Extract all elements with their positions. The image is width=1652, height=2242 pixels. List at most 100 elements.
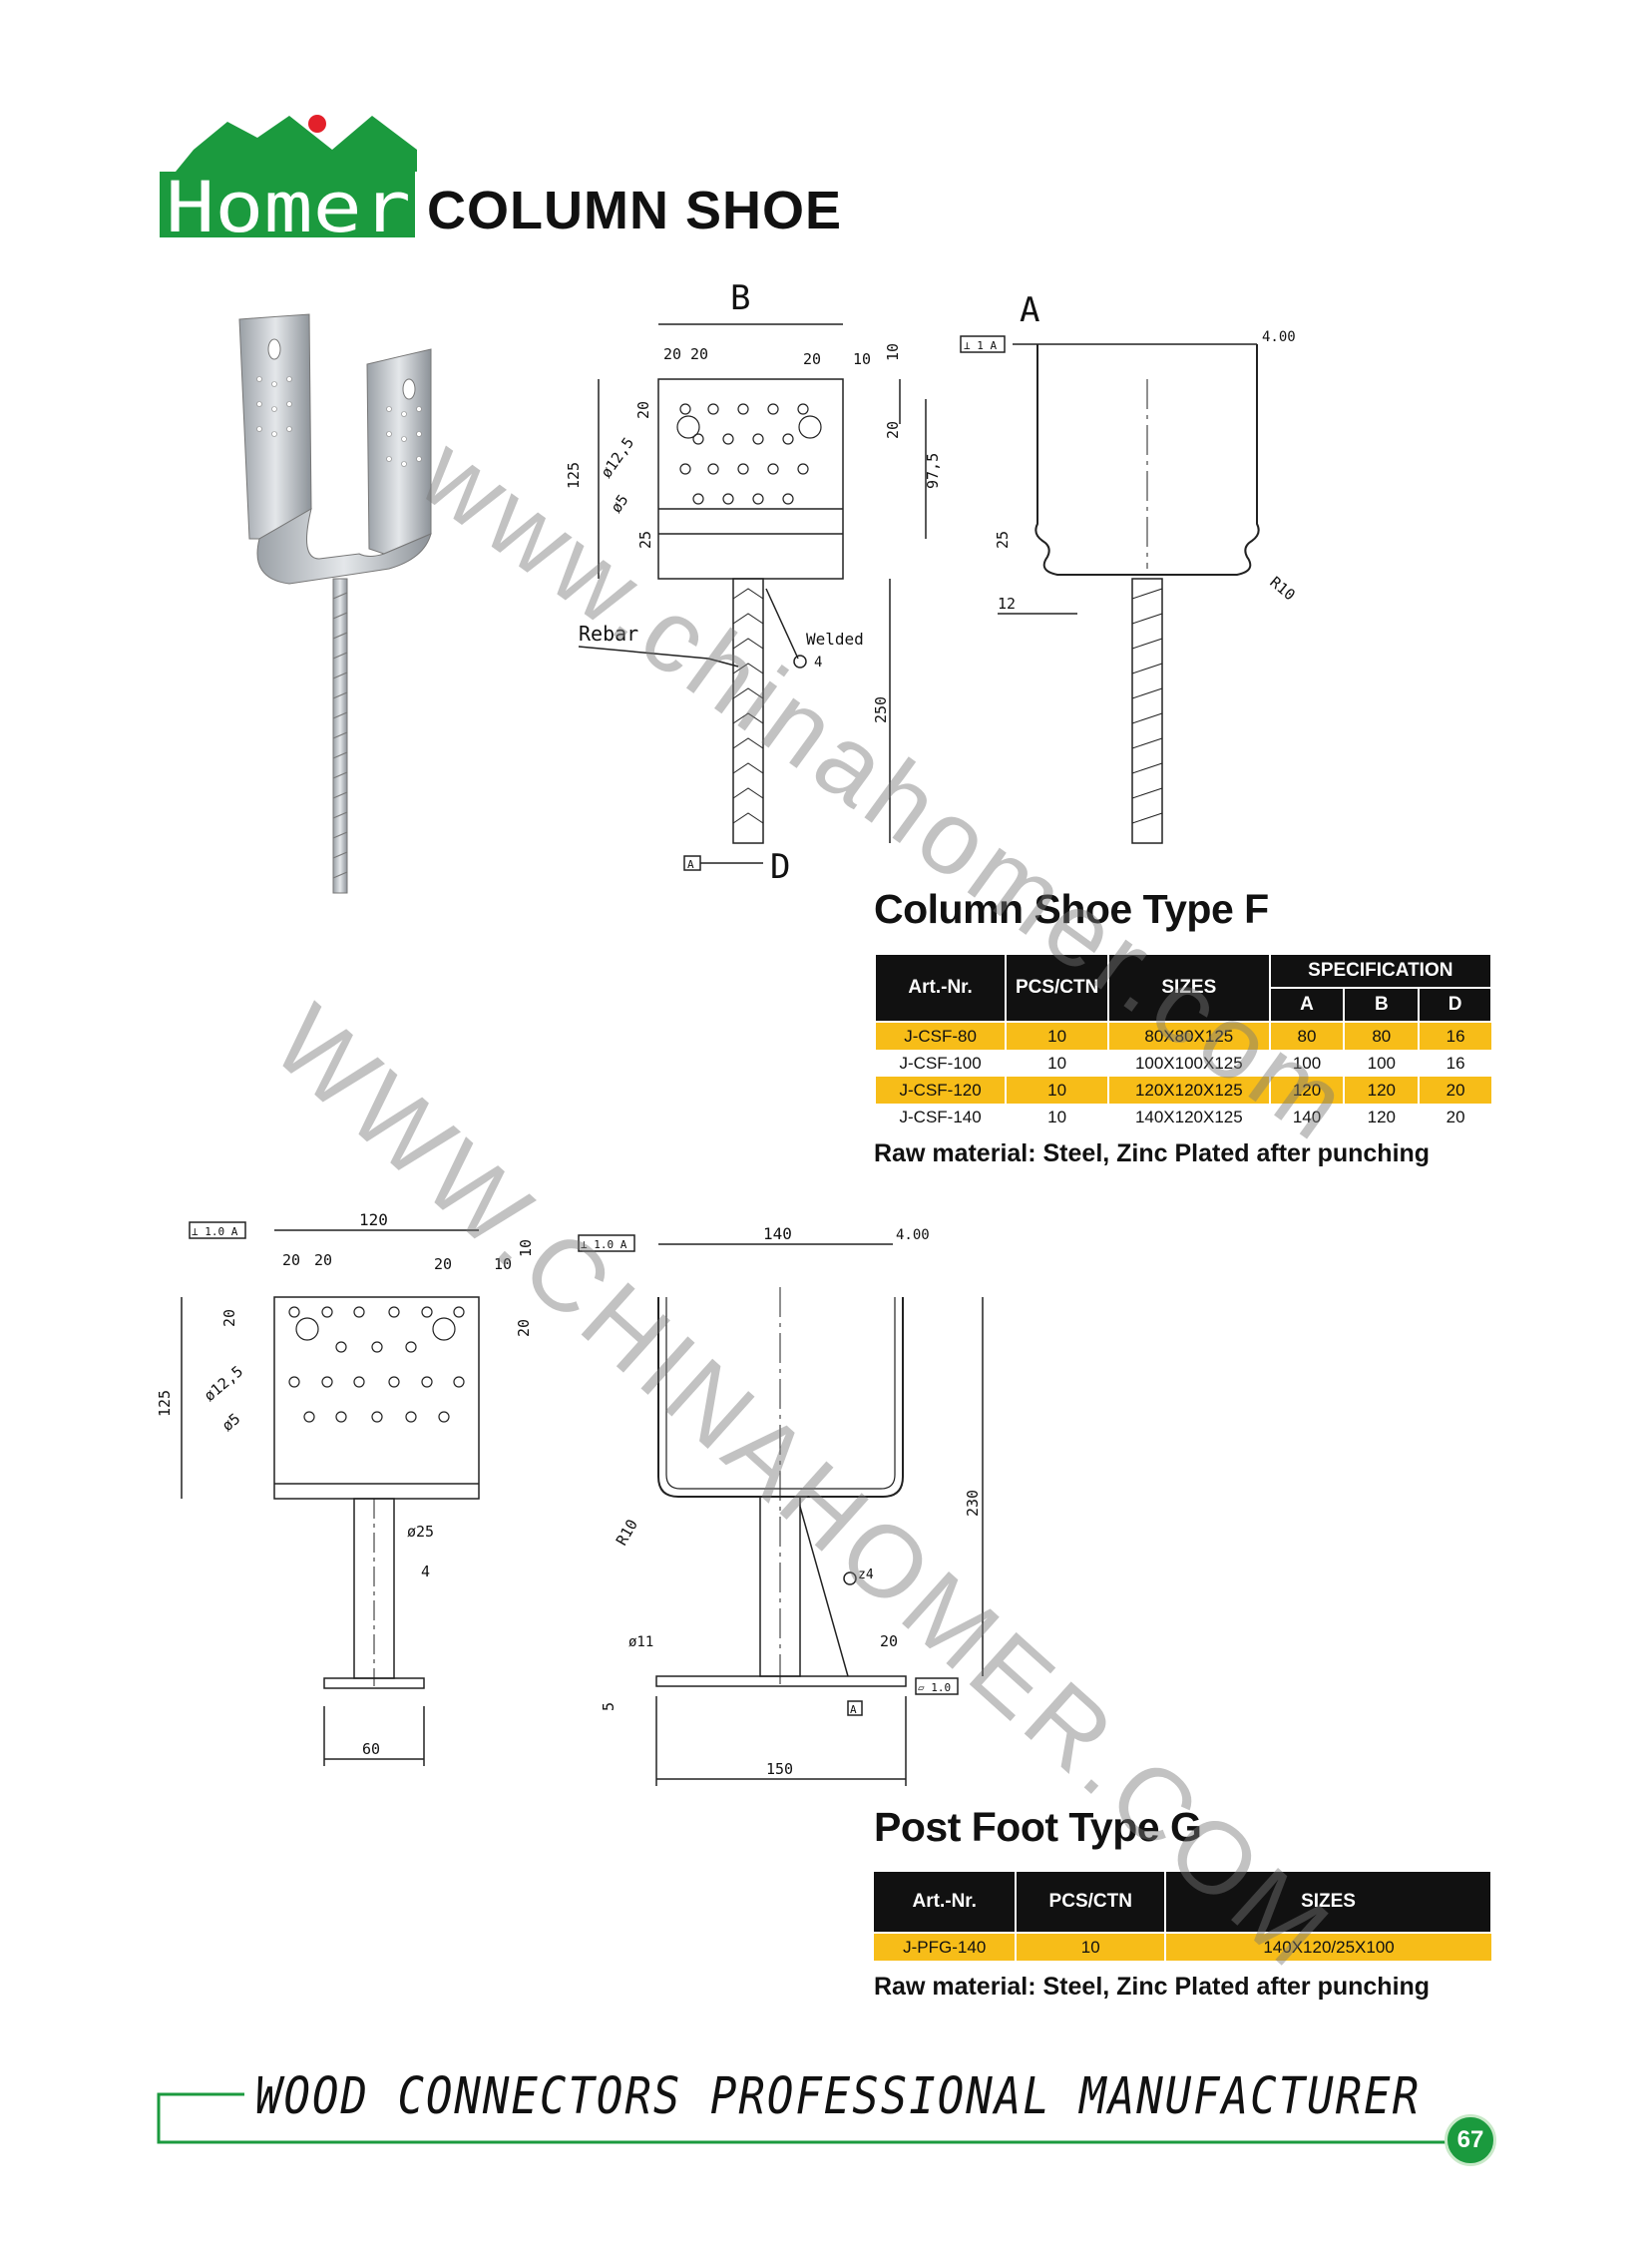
col-a: A [1268, 987, 1346, 1023]
dim-4-00-g: 4.00 [896, 1227, 930, 1243]
cell-b: 120 [1343, 1104, 1420, 1130]
cell-pcs: 10 [1015, 1933, 1166, 1961]
table-row: J-CSF-80 10 80X80X125 80 80 16 [873, 1022, 1491, 1050]
dim-r10-g: R10 [613, 1517, 641, 1549]
dim-20-gb: 20 [314, 1251, 332, 1269]
dim-20-gf: 20 [880, 1632, 898, 1650]
view-a-rebar [1131, 578, 1163, 844]
dim-125: 125 [565, 462, 583, 489]
column-shoe-f-drawing: B 125 97,5 20 20 20 10 10 20 20 ø12,5 ø5… [565, 279, 1299, 887]
g-right-base [655, 1675, 907, 1687]
dim-20-c: 20 [803, 350, 821, 368]
dim-10-gb: 10 [517, 1239, 535, 1257]
page-title: COLUMN SHOE [427, 181, 842, 240]
table-row: J-CSF-100 10 100X100X125 100 100 16 [873, 1050, 1491, 1077]
cell-art: J-CSF-140 [873, 1104, 1007, 1130]
dim-10-a: 10 [853, 350, 871, 368]
col-art: Art.-Nr. [873, 953, 1008, 1023]
view-a-label: A [1020, 290, 1039, 330]
g-left-plate [273, 1296, 480, 1500]
dim-97-5: 97,5 [924, 453, 942, 489]
dim-12: 12 [998, 595, 1016, 613]
dim-20-ga: 20 [282, 1251, 300, 1269]
column-shoe-f-table: Art.-Nr. PCS/CTN SIZES SPECIFICATION A B… [873, 953, 1493, 1130]
dim-4-00-f: 4.00 [1262, 329, 1296, 345]
datum-a-g: A [850, 1703, 857, 1716]
section-g-title: Post Foot Type G [874, 1804, 1202, 1850]
cell-pcs: 10 [1005, 1104, 1109, 1130]
datum-a-f: A [687, 858, 694, 871]
table-row: J-PFG-140 10 140X120/25X100 [871, 1933, 1491, 1961]
dim-10-b: 10 [884, 343, 902, 361]
view-b-label: B [730, 279, 750, 318]
dim-d11: ø11 [628, 1634, 653, 1650]
cell-art: J-PFG-140 [871, 1933, 1017, 1961]
section-g-raw-material: Raw material: Steel, Zinc Plated after p… [874, 1973, 1431, 2001]
dim-5-g: 5 [600, 1702, 618, 1711]
dim-120: 120 [359, 1210, 388, 1229]
dim-r10-f: R10 [1266, 573, 1298, 604]
cell-sizes: 120X120X125 [1107, 1077, 1270, 1104]
dim-20-ge: 20 [515, 1319, 533, 1337]
view-b-plate [657, 378, 844, 580]
cell-a: 80 [1268, 1022, 1345, 1050]
footer-rule [157, 2092, 1446, 2144]
cell-b: 100 [1343, 1050, 1420, 1077]
view-a-profile [1034, 344, 1260, 576]
cell-a: 140 [1268, 1104, 1345, 1130]
datum-frame-f: ⊥ 1 A [964, 339, 997, 352]
dim-20-e: 20 [884, 421, 902, 439]
cell-a: 100 [1268, 1050, 1345, 1077]
cell-pcs: 10 [1005, 1077, 1109, 1104]
dim-d12-5-g: ø12,5 [201, 1362, 246, 1405]
logo-roof [176, 116, 417, 172]
col-d: D [1418, 987, 1492, 1023]
col-pcs: PCS/CTN [1005, 953, 1110, 1023]
dim-60: 60 [362, 1740, 380, 1758]
col-specification: SPECIFICATION [1268, 953, 1493, 989]
dim-d5: ø5 [608, 491, 632, 516]
dim-20-d: 20 [634, 401, 652, 419]
dim-25-side: 25 [994, 531, 1012, 549]
view-d-label: D [770, 847, 790, 887]
weld-size-4: 4 [814, 655, 822, 671]
g-left-base [323, 1677, 425, 1689]
flatness-frame-g: ▱ 1.0 [918, 1681, 951, 1694]
cell-pcs: 10 [1005, 1022, 1109, 1050]
dim-20-b: 20 [690, 345, 708, 363]
section-f-title: Column Shoe Type F [874, 886, 1269, 932]
section-f-raw-material: Raw material: Steel, Zinc Plated after p… [874, 1139, 1431, 1167]
logo-brand-text: Homer [166, 167, 411, 239]
logo-dot [308, 115, 326, 133]
cell-art: J-CSF-120 [873, 1077, 1007, 1104]
cell-art: J-CSF-100 [873, 1050, 1007, 1077]
dim-20-a: 20 [663, 345, 681, 363]
cell-b: 80 [1343, 1022, 1420, 1050]
dim-4-g: 4 [421, 1563, 430, 1580]
post-foot-g-table: Art.-Nr. PCS/CTN SIZES J-PFG-140 10 140X… [871, 1870, 1492, 1961]
page-number-badge: 67 [1445, 2114, 1496, 2166]
dim-25: 25 [636, 531, 654, 549]
cell-d: 16 [1418, 1022, 1491, 1050]
dim-230: 230 [964, 1490, 982, 1517]
column-shoe-photo [238, 313, 432, 894]
datum-frame-g-right: ⊥ 1.0 A [581, 1238, 627, 1251]
dim-d5-g: ø5 [218, 1410, 243, 1435]
dim-20-gc: 20 [434, 1255, 452, 1273]
dim-250: 250 [872, 696, 890, 723]
cell-d: 20 [1418, 1077, 1491, 1104]
col-sizes-g: SIZES [1164, 1870, 1492, 1934]
rebar-label: Rebar [579, 622, 638, 646]
cell-b: 120 [1343, 1077, 1420, 1104]
cell-sizes: 100X100X125 [1107, 1050, 1270, 1077]
homer-logo: Homer [160, 115, 417, 239]
dim-20-gd: 20 [220, 1309, 238, 1327]
view-b-rebar [732, 578, 764, 844]
dim-d25: ø25 [407, 1523, 434, 1541]
dim-125-g: 125 [156, 1390, 174, 1417]
col-art-g: Art.-Nr. [871, 1870, 1018, 1934]
welded-label: Welded [806, 630, 864, 649]
cell-sizes: 140X120/25X100 [1164, 1933, 1491, 1961]
dim-150: 150 [766, 1760, 793, 1778]
cell-pcs: 10 [1005, 1050, 1109, 1077]
